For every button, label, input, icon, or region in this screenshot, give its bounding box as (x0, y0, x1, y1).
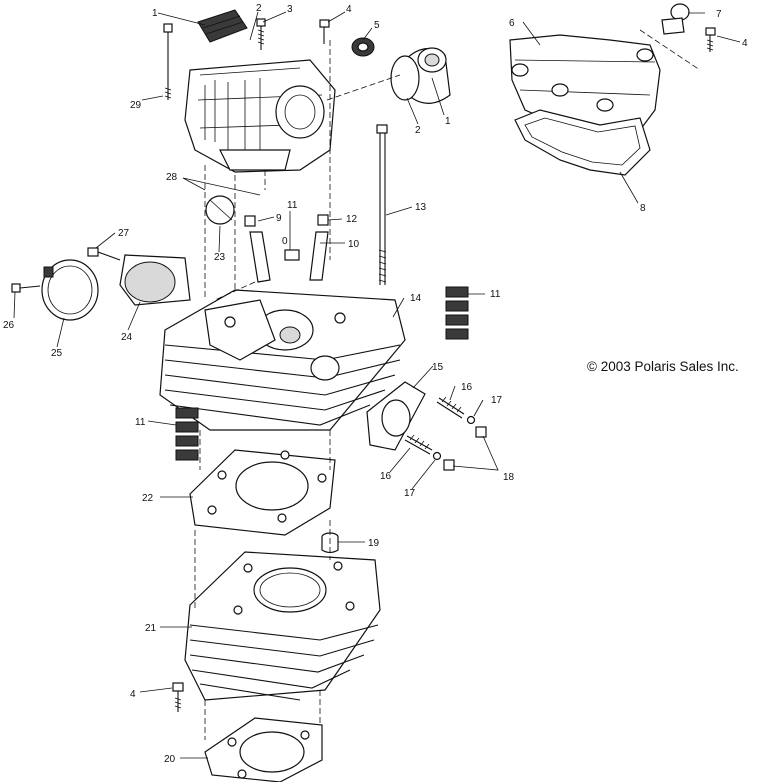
callout-4: 4 (346, 4, 352, 15)
shim-11 (284, 249, 300, 261)
callout-5: 5 (374, 20, 380, 31)
bolt-29 (163, 23, 173, 100)
callout-28: 28 (166, 172, 178, 183)
callout-29: 29 (130, 100, 142, 111)
callout-16-upper: 16 (461, 382, 473, 393)
bolt-3 (256, 18, 266, 50)
callout-labels: 1 2 3 4 5 1 2 6 7 4 8 28 29 23 9 11 0 12… (3, 3, 748, 765)
callout-8: 8 (640, 203, 646, 214)
plug-23 (205, 195, 235, 225)
bolt-4-bottom (172, 682, 184, 712)
exhaust-gasket-15 (366, 381, 426, 451)
callout-2-right: 2 (415, 125, 421, 136)
callout-4-bottom: 4 (130, 689, 136, 700)
callout-23: 23 (214, 252, 226, 263)
base-gasket-20 (204, 717, 323, 782)
gear-5 (351, 37, 375, 57)
leader-lines (13, 11, 741, 759)
callout-11-left: 11 (135, 417, 146, 428)
callout-7: 7 (716, 9, 722, 20)
callout-13: 13 (415, 202, 427, 213)
cover-cap-top (197, 9, 248, 43)
nut-18-lower (443, 459, 455, 471)
stud-13 (376, 124, 388, 285)
callout-17-upper: 17 (491, 395, 503, 406)
head-gasket-22 (189, 449, 336, 536)
callout-27: 27 (118, 228, 130, 239)
callout-11-top: 11 (287, 200, 298, 211)
nut-18-upper (475, 426, 487, 438)
callout-26: 26 (3, 320, 15, 331)
callout-9: 9 (276, 213, 282, 224)
callout-25: 25 (51, 348, 63, 359)
intake-24 (119, 254, 191, 306)
bolt-27 (87, 247, 121, 261)
callout-18: 18 (503, 472, 515, 483)
callout-20: 20 (164, 754, 176, 765)
bolt-4-top (319, 19, 330, 44)
callout-17-lower: 17 (404, 488, 416, 499)
clamp-25 (41, 259, 99, 321)
callout-0: 0 (282, 236, 288, 247)
callout-12: 12 (346, 214, 358, 225)
callout-14: 14 (410, 293, 422, 304)
bolt-4-right (705, 27, 716, 52)
callout-4-right: 4 (742, 38, 748, 49)
callout-21: 21 (145, 623, 157, 634)
callout-19: 19 (368, 538, 380, 549)
washer-17-upper (466, 415, 476, 425)
bolt-26 (11, 283, 41, 293)
gasket-8 (514, 109, 651, 176)
callout-16-lower: 16 (380, 471, 392, 482)
valve-guide-9 (244, 215, 271, 283)
callout-10: 10 (348, 239, 360, 250)
stud-16-upper (436, 396, 465, 419)
shim-stack-11-left (175, 407, 199, 461)
cylinder-head-14 (159, 289, 406, 431)
valve-guide-12 (309, 214, 329, 281)
callout-2: 2 (256, 3, 262, 14)
callout-6: 6 (509, 18, 515, 29)
callout-3: 3 (287, 4, 293, 15)
shim-stack-11 (445, 286, 469, 340)
callout-11-right: 11 (490, 289, 501, 300)
washer-17-lower (432, 451, 442, 461)
callout-1: 1 (152, 8, 158, 19)
camshaft-housing (184, 59, 336, 173)
callout-15: 15 (432, 362, 444, 373)
stud-16-lower (404, 434, 433, 455)
breather-7 (661, 3, 690, 35)
copyright-notice: © 2003 Polaris Sales Inc. (587, 359, 739, 374)
cylinder-21 (184, 551, 381, 701)
callout-22: 22 (142, 493, 154, 504)
o-ring-2 (390, 55, 420, 101)
callout-1-right: 1 (445, 116, 451, 127)
callout-24: 24 (121, 332, 133, 343)
